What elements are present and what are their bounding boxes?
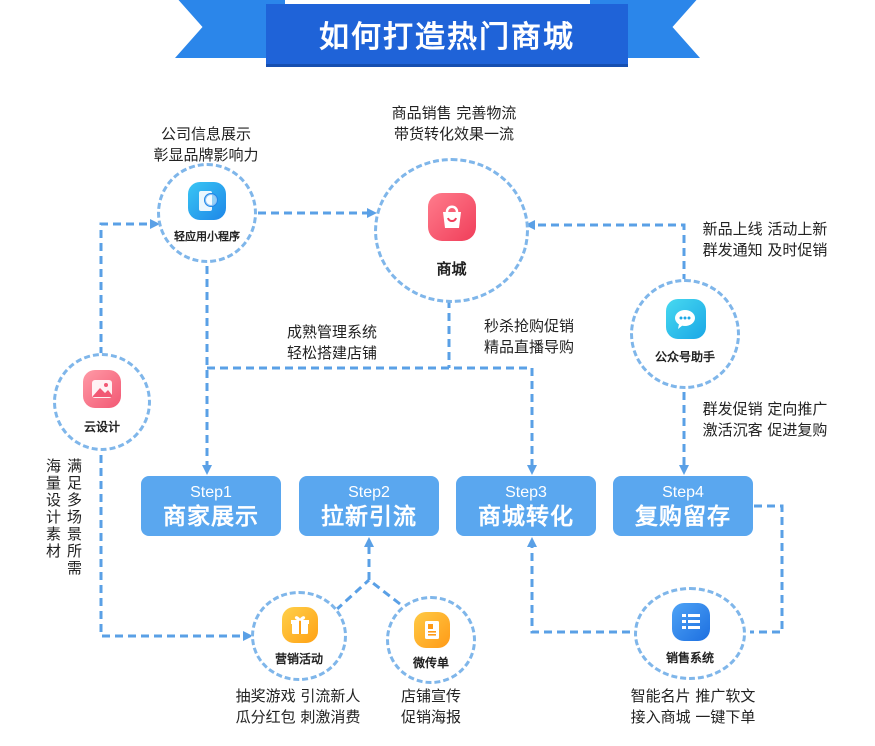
cloud-design-desc-col2: 海量设计素材 (45, 457, 61, 560)
sales-system-label: 销售系统 (665, 651, 714, 665)
mini-program-label: 轻应用小程序 (174, 230, 240, 243)
flyer-desc-line-2: 促销海报 (400, 708, 461, 726)
edge-marketing-to-join (334, 578, 371, 612)
list-icon (672, 603, 710, 641)
edge-label-left-mid-line-1: 成熟管理系统 (286, 323, 377, 341)
flyer-desc-line-1: 店铺宣传 (400, 687, 461, 705)
mall-desc: 商品销售 完善物流 带货转化效果一流 (369, 103, 539, 145)
mini-program-desc-line-1: 公司信息展示 (160, 125, 251, 143)
edge-cloud-to-miniprogram (99, 219, 160, 355)
step-4-box: Step4 复购留存 (613, 476, 753, 536)
edge-label-right-mid-line-2: 精品直播导购 (483, 338, 574, 356)
step-2-label: Step2 (348, 484, 390, 501)
mini-program-desc: 公司信息展示 彰显品牌影响力 (131, 124, 281, 166)
edge-label-right-mid: 秒杀抢购促销 精品直播导购 (469, 316, 589, 358)
node-official-account: 公众号助手 (630, 279, 740, 389)
mini-program-icon (188, 182, 226, 220)
official-account-desc-bottom-line-2: 激活沉客 促进复购 (702, 421, 828, 439)
step-1-label: Step1 (190, 484, 232, 501)
edge-label-right-mid-line-1: 秒杀抢购促销 (483, 317, 574, 335)
sales-system-desc: 智能名片 推广软文 接入商城 一键下单 (613, 686, 773, 728)
step-4-label: Step4 (662, 484, 704, 501)
shopping-bag-icon (428, 193, 476, 241)
node-sales-system: 销售系统 (634, 587, 746, 680)
official-account-desc-top-line-2: 群发通知 及时促销 (702, 241, 828, 259)
official-account-desc-top-line-1: 新品上线 活动上新 (702, 220, 828, 238)
marketing-desc-line-2: 瓜分红包 刺激消费 (235, 708, 361, 726)
edge-label-left-mid: 成熟管理系统 轻松搭建店铺 (272, 322, 392, 364)
edge-label-left-mid-line-2: 轻松搭建店铺 (286, 344, 377, 362)
flyer-icon (414, 612, 450, 648)
marketing-label: 营销活动 (274, 652, 323, 666)
node-marketing: 营销活动 (251, 591, 347, 681)
cloud-design-label: 云设计 (83, 420, 120, 434)
step-2-name: 拉新引流 (321, 504, 417, 530)
node-mini-program: 轻应用小程序 (157, 163, 257, 263)
cloud-design-desc-col1: 满足多场景所需 (66, 457, 82, 577)
step-3-box: Step3 商城转化 (456, 476, 596, 536)
flyer-label: 微传单 (412, 656, 449, 670)
official-account-desc-bottom-line-1: 群发促销 定向推广 (702, 400, 828, 418)
step-1-box: Step1 商家展示 (141, 476, 281, 536)
official-account-desc-bottom: 群发促销 定向推广 激活沉客 促进复购 (690, 399, 840, 441)
node-cloud-design: 云设计 (53, 353, 151, 451)
node-flyer: 微传单 (386, 596, 476, 684)
page-title: 如何打造热门商城 (266, 4, 628, 64)
step-3-name: 商城转化 (478, 504, 574, 530)
step-2-box: Step2 拉新引流 (299, 476, 439, 536)
sales-system-desc-line-2: 接入商城 一键下单 (630, 708, 756, 726)
edge-flyer-to-join (368, 578, 401, 606)
node-mall: 商城 (374, 158, 529, 303)
wechat-icon (666, 299, 706, 339)
edge-cloud-to-marketing (99, 455, 253, 641)
step-4-name: 复购留存 (635, 504, 731, 530)
flyer-desc: 店铺宣传 促销海报 (376, 686, 486, 728)
edge-sales-to-step3 (527, 537, 630, 634)
mall-desc-line-1: 商品销售 完善物流 (391, 104, 517, 122)
official-account-label: 公众号助手 (654, 350, 715, 364)
image-icon (83, 370, 121, 408)
edge-official-to-mall (525, 220, 686, 282)
marketing-desc-line-1: 抽奖游戏 引流新人 (235, 687, 361, 705)
sales-system-desc-line-1: 智能名片 推广软文 (630, 687, 756, 705)
edge-step4-to-sales (750, 504, 784, 634)
mall-label: 商城 (436, 260, 467, 278)
step-3-label: Step3 (505, 484, 547, 501)
mall-desc-line-2: 带货转化效果一流 (393, 125, 514, 143)
official-account-desc-top: 新品上线 活动上新 群发通知 及时促销 (690, 219, 840, 261)
mini-program-desc-line-2: 彰显品牌影响力 (153, 146, 259, 164)
marketing-desc: 抽奖游戏 引流新人 瓜分红包 刺激消费 (223, 686, 373, 728)
gift-icon (282, 607, 318, 643)
step-1-name: 商家展示 (163, 504, 259, 530)
